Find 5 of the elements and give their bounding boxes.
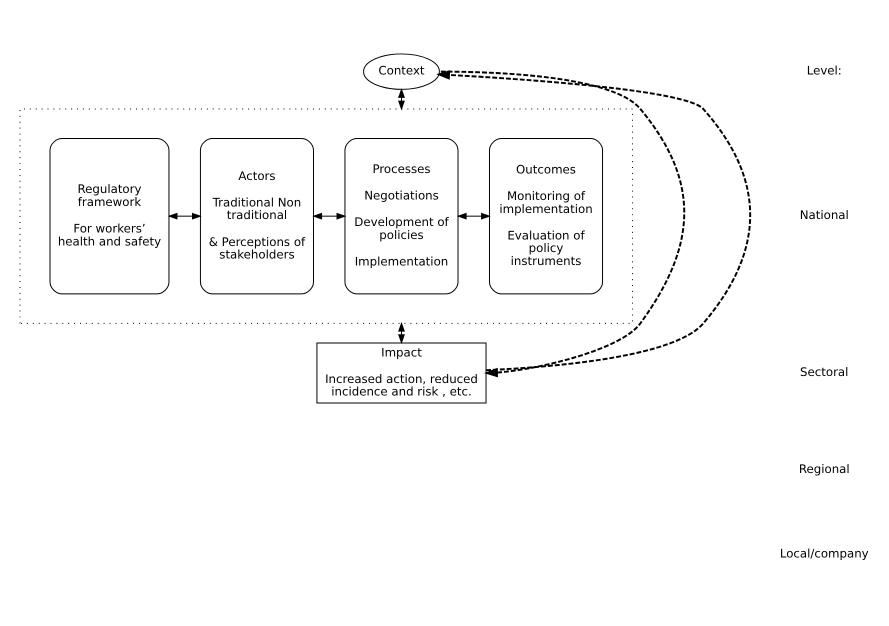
label: National bbox=[800, 208, 849, 222]
label: Level: bbox=[806, 64, 842, 78]
label: Regional bbox=[798, 462, 850, 476]
label: Local/company bbox=[780, 546, 869, 560]
label: Sectoral bbox=[800, 365, 848, 380]
